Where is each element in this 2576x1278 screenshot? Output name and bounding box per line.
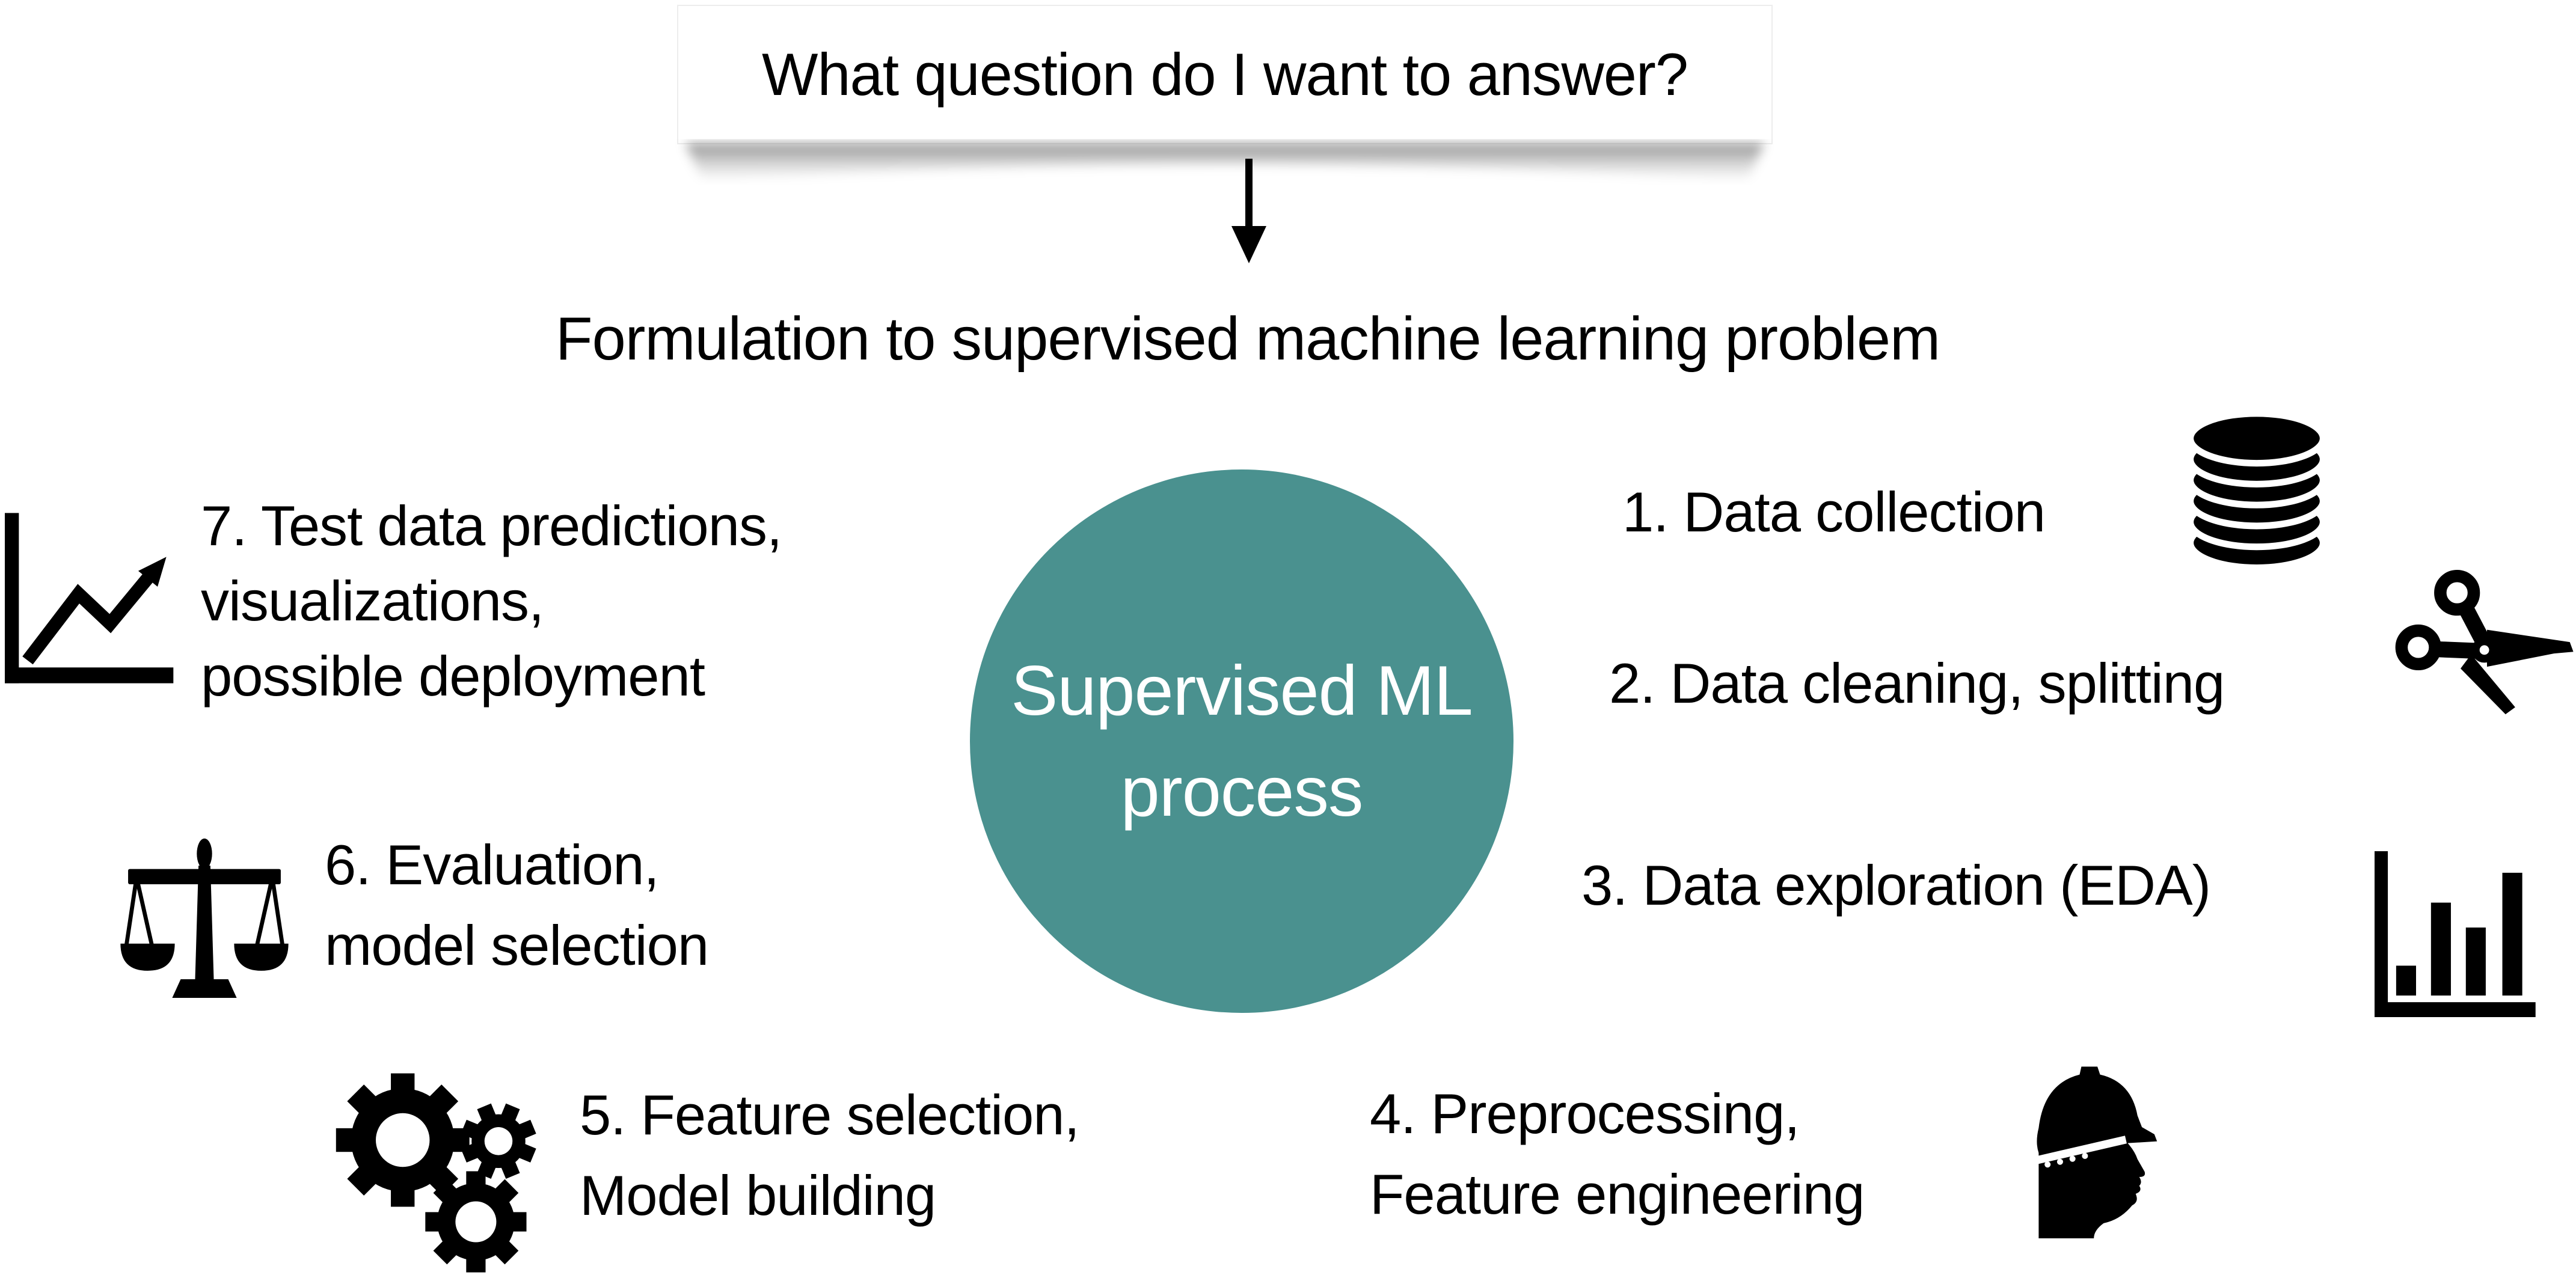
scissors-icon [2395, 570, 2576, 721]
step-7-label-line2: visualizations, [201, 569, 544, 632]
gear-medium [425, 1171, 527, 1273]
question-box: What question do I want to answer? [677, 5, 1773, 144]
gear-small [461, 1103, 536, 1179]
step-2-label: 2. Data cleaning, splitting [1609, 652, 2225, 715]
step-3-data-exploration: 3. Data exploration (EDA) [1581, 845, 2211, 926]
step-6-evaluation-model-selection: 6. Evaluation, model selection [325, 825, 709, 986]
step-5-label-line1: 5. Feature selection, [580, 1083, 1080, 1146]
step-7-label-line1: 7. Test data predictions, [201, 494, 782, 557]
center-circle-line2: process [1120, 752, 1364, 831]
formulation-label: Formulation to supervised machine learni… [555, 305, 1940, 373]
question-box-label: What question do I want to answer? [762, 41, 1688, 108]
gear-large [336, 1073, 470, 1207]
line-chart-icon [5, 512, 180, 684]
step-2-data-cleaning-splitting: 2. Data cleaning, splitting [1609, 643, 2225, 724]
step-6-label-line2: model selection [325, 914, 709, 977]
engineer-icon [2028, 1060, 2174, 1238]
step-3-label: 3. Data exploration (EDA) [1581, 854, 2211, 917]
step-4-label-line2: Feature engineering [1370, 1163, 1865, 1226]
step-1-label: 1. Data collection [1622, 480, 2046, 543]
step-7-label-line3: possible deployment [201, 644, 705, 708]
step-7-test-predictions-deployment: 7. Test data predictions, visualizations… [201, 488, 782, 714]
step-1-data-collection: 1. Data collection [1622, 472, 2046, 552]
gears-icon [328, 1071, 546, 1276]
step-5-feature-selection-model-building: 5. Feature selection, Model building [580, 1075, 1080, 1236]
step-4-preprocessing-feature-engineering: 4. Preprocessing, Feature engineering [1370, 1074, 1865, 1235]
center-circle: Supervised ML process [970, 469, 1513, 1013]
curved-shadow-shape [685, 143, 1764, 180]
step-6-label-line1: 6. Evaluation, [325, 833, 660, 896]
step-5-label-line2: Model building [580, 1164, 936, 1227]
question-box-shadow [677, 143, 1773, 221]
center-circle-line1: Supervised ML [1011, 651, 1473, 730]
scales-icon [119, 837, 290, 998]
bar-chart-icon [2374, 851, 2541, 1017]
step-4-label-line1: 4. Preprocessing, [1370, 1082, 1800, 1145]
database-icon [2174, 404, 2340, 572]
down-arrow-icon [1219, 159, 1279, 263]
